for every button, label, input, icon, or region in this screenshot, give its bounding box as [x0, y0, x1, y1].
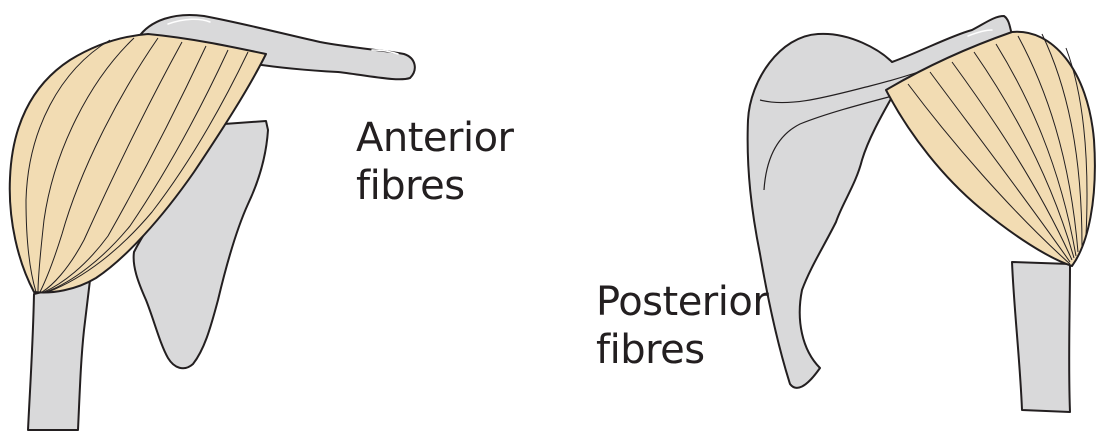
anterior-label-line-2: fibres: [356, 162, 513, 210]
posterior-label-line-2: fibres: [596, 326, 768, 374]
anterior-fibres-label: Anterior fibres: [356, 114, 513, 210]
posterior-humerus: [1012, 262, 1070, 412]
posterior-label-line-1: Posterior: [596, 278, 768, 326]
anterior-view: [10, 15, 415, 430]
posterior-view: [748, 16, 1095, 412]
posterior-fibres-label: Posterior fibres: [596, 278, 768, 374]
anterior-humerus: [28, 280, 90, 430]
anterior-label-line-1: Anterior: [356, 114, 513, 162]
